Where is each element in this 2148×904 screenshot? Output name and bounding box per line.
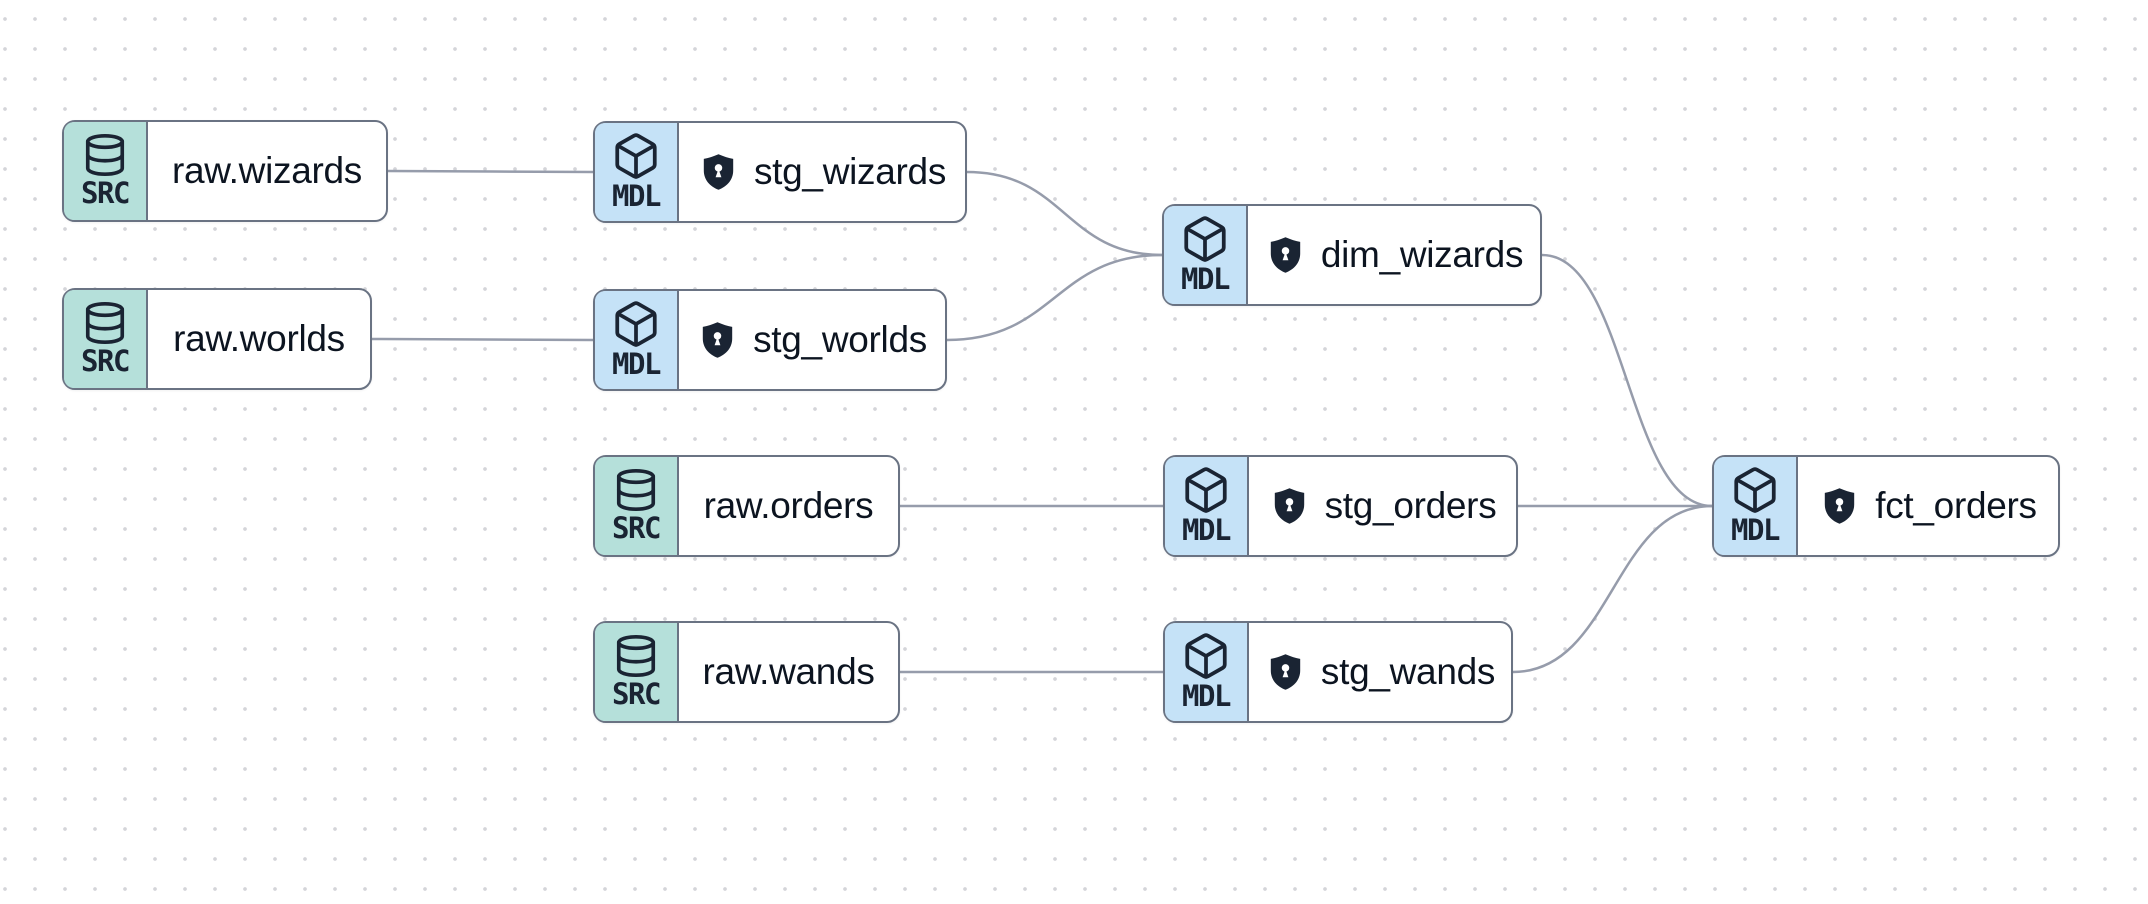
node-body: stg_wizards [679, 123, 965, 221]
database-icon [82, 300, 128, 346]
node-dim-wizards[interactable]: MDL dim_wizards [1162, 204, 1542, 306]
node-type-label: MDL [612, 347, 661, 381]
node-body: raw.orders [679, 457, 898, 555]
node-type-label: SRC [81, 344, 130, 378]
cube-icon [611, 299, 661, 349]
node-title: raw.worlds [173, 318, 345, 359]
node-type-label: MDL [1181, 262, 1230, 296]
node-title: raw.orders [703, 485, 874, 526]
edge-stg_wands-fct_orders [1512, 504, 1713, 674]
shield-lock-icon [698, 150, 739, 194]
database-icon [613, 633, 659, 679]
node-type-badge: SRC [595, 457, 679, 555]
node-title: raw.wands [702, 651, 875, 692]
node-type-label: SRC [612, 677, 661, 711]
node-body: fct_orders [1798, 457, 2058, 555]
node-type-badge: SRC [64, 290, 148, 388]
node-type-badge: SRC [595, 623, 679, 721]
node-type-badge: MDL [595, 123, 679, 221]
node-type-badge: MDL [595, 291, 679, 389]
shield-lock-icon [1265, 650, 1306, 694]
node-body: dim_wizards [1248, 206, 1540, 304]
node-title: stg_wands [1320, 651, 1496, 692]
shield-lock-icon [1819, 484, 1860, 528]
node-type-badge: MDL [1165, 623, 1249, 721]
node-title: fct_orders [1875, 485, 2037, 526]
cube-icon [1181, 631, 1231, 681]
edge-dim_wizards-fct_orders [1541, 253, 1713, 508]
node-stg-worlds[interactable]: MDL stg_worlds [593, 289, 947, 391]
node-title: stg_worlds [753, 319, 927, 360]
database-icon [82, 132, 128, 178]
node-title: stg_wizards [753, 151, 947, 192]
node-type-badge: SRC [64, 122, 148, 220]
shield-lock-icon [1265, 233, 1306, 277]
cube-icon [1730, 465, 1780, 515]
node-type-label: MDL [612, 179, 661, 213]
node-raw-worlds[interactable]: SRC raw.worlds [62, 288, 372, 390]
node-body: raw.wizards [148, 122, 386, 220]
node-body: stg_orders [1249, 457, 1516, 555]
cube-icon [611, 131, 661, 181]
cube-icon [1181, 465, 1231, 515]
node-stg-wands[interactable]: MDL stg_wands [1163, 621, 1513, 723]
node-body: stg_worlds [679, 291, 945, 389]
edge-raw.worlds-stg_worlds [371, 337, 594, 342]
node-body: stg_wands [1249, 623, 1511, 721]
edge-stg_wizards-dim_wizards [966, 170, 1163, 257]
node-raw-wands[interactable]: SRC raw.wands [593, 621, 900, 723]
edge-raw.wizards-stg_wizards [387, 169, 594, 174]
node-title: dim_wizards [1320, 234, 1524, 275]
shield-lock-icon [697, 318, 738, 362]
node-stg-wizards[interactable]: MDL stg_wizards [593, 121, 967, 223]
node-type-label: MDL [1731, 513, 1780, 547]
node-stg-orders[interactable]: MDL stg_orders [1163, 455, 1518, 557]
node-type-label: MDL [1182, 679, 1231, 713]
node-type-badge: MDL [1164, 206, 1248, 304]
database-icon [613, 467, 659, 513]
node-raw-orders[interactable]: SRC raw.orders [593, 455, 900, 557]
node-type-label: SRC [81, 176, 130, 210]
cube-icon [1180, 214, 1230, 264]
node-fct-orders[interactable]: MDL fct_orders [1712, 455, 2060, 557]
node-body: raw.wands [679, 623, 898, 721]
shield-lock-icon [1269, 484, 1310, 528]
node-raw-wizards[interactable]: SRC raw.wizards [62, 120, 388, 222]
node-body: raw.worlds [148, 290, 370, 388]
node-type-label: MDL [1182, 513, 1231, 547]
node-title: raw.wizards [172, 150, 362, 191]
node-type-badge: MDL [1165, 457, 1249, 555]
edge-stg_worlds-dim_wizards [946, 253, 1163, 342]
node-title: stg_orders [1324, 485, 1497, 526]
node-type-label: SRC [612, 511, 661, 545]
node-type-badge: MDL [1714, 457, 1798, 555]
